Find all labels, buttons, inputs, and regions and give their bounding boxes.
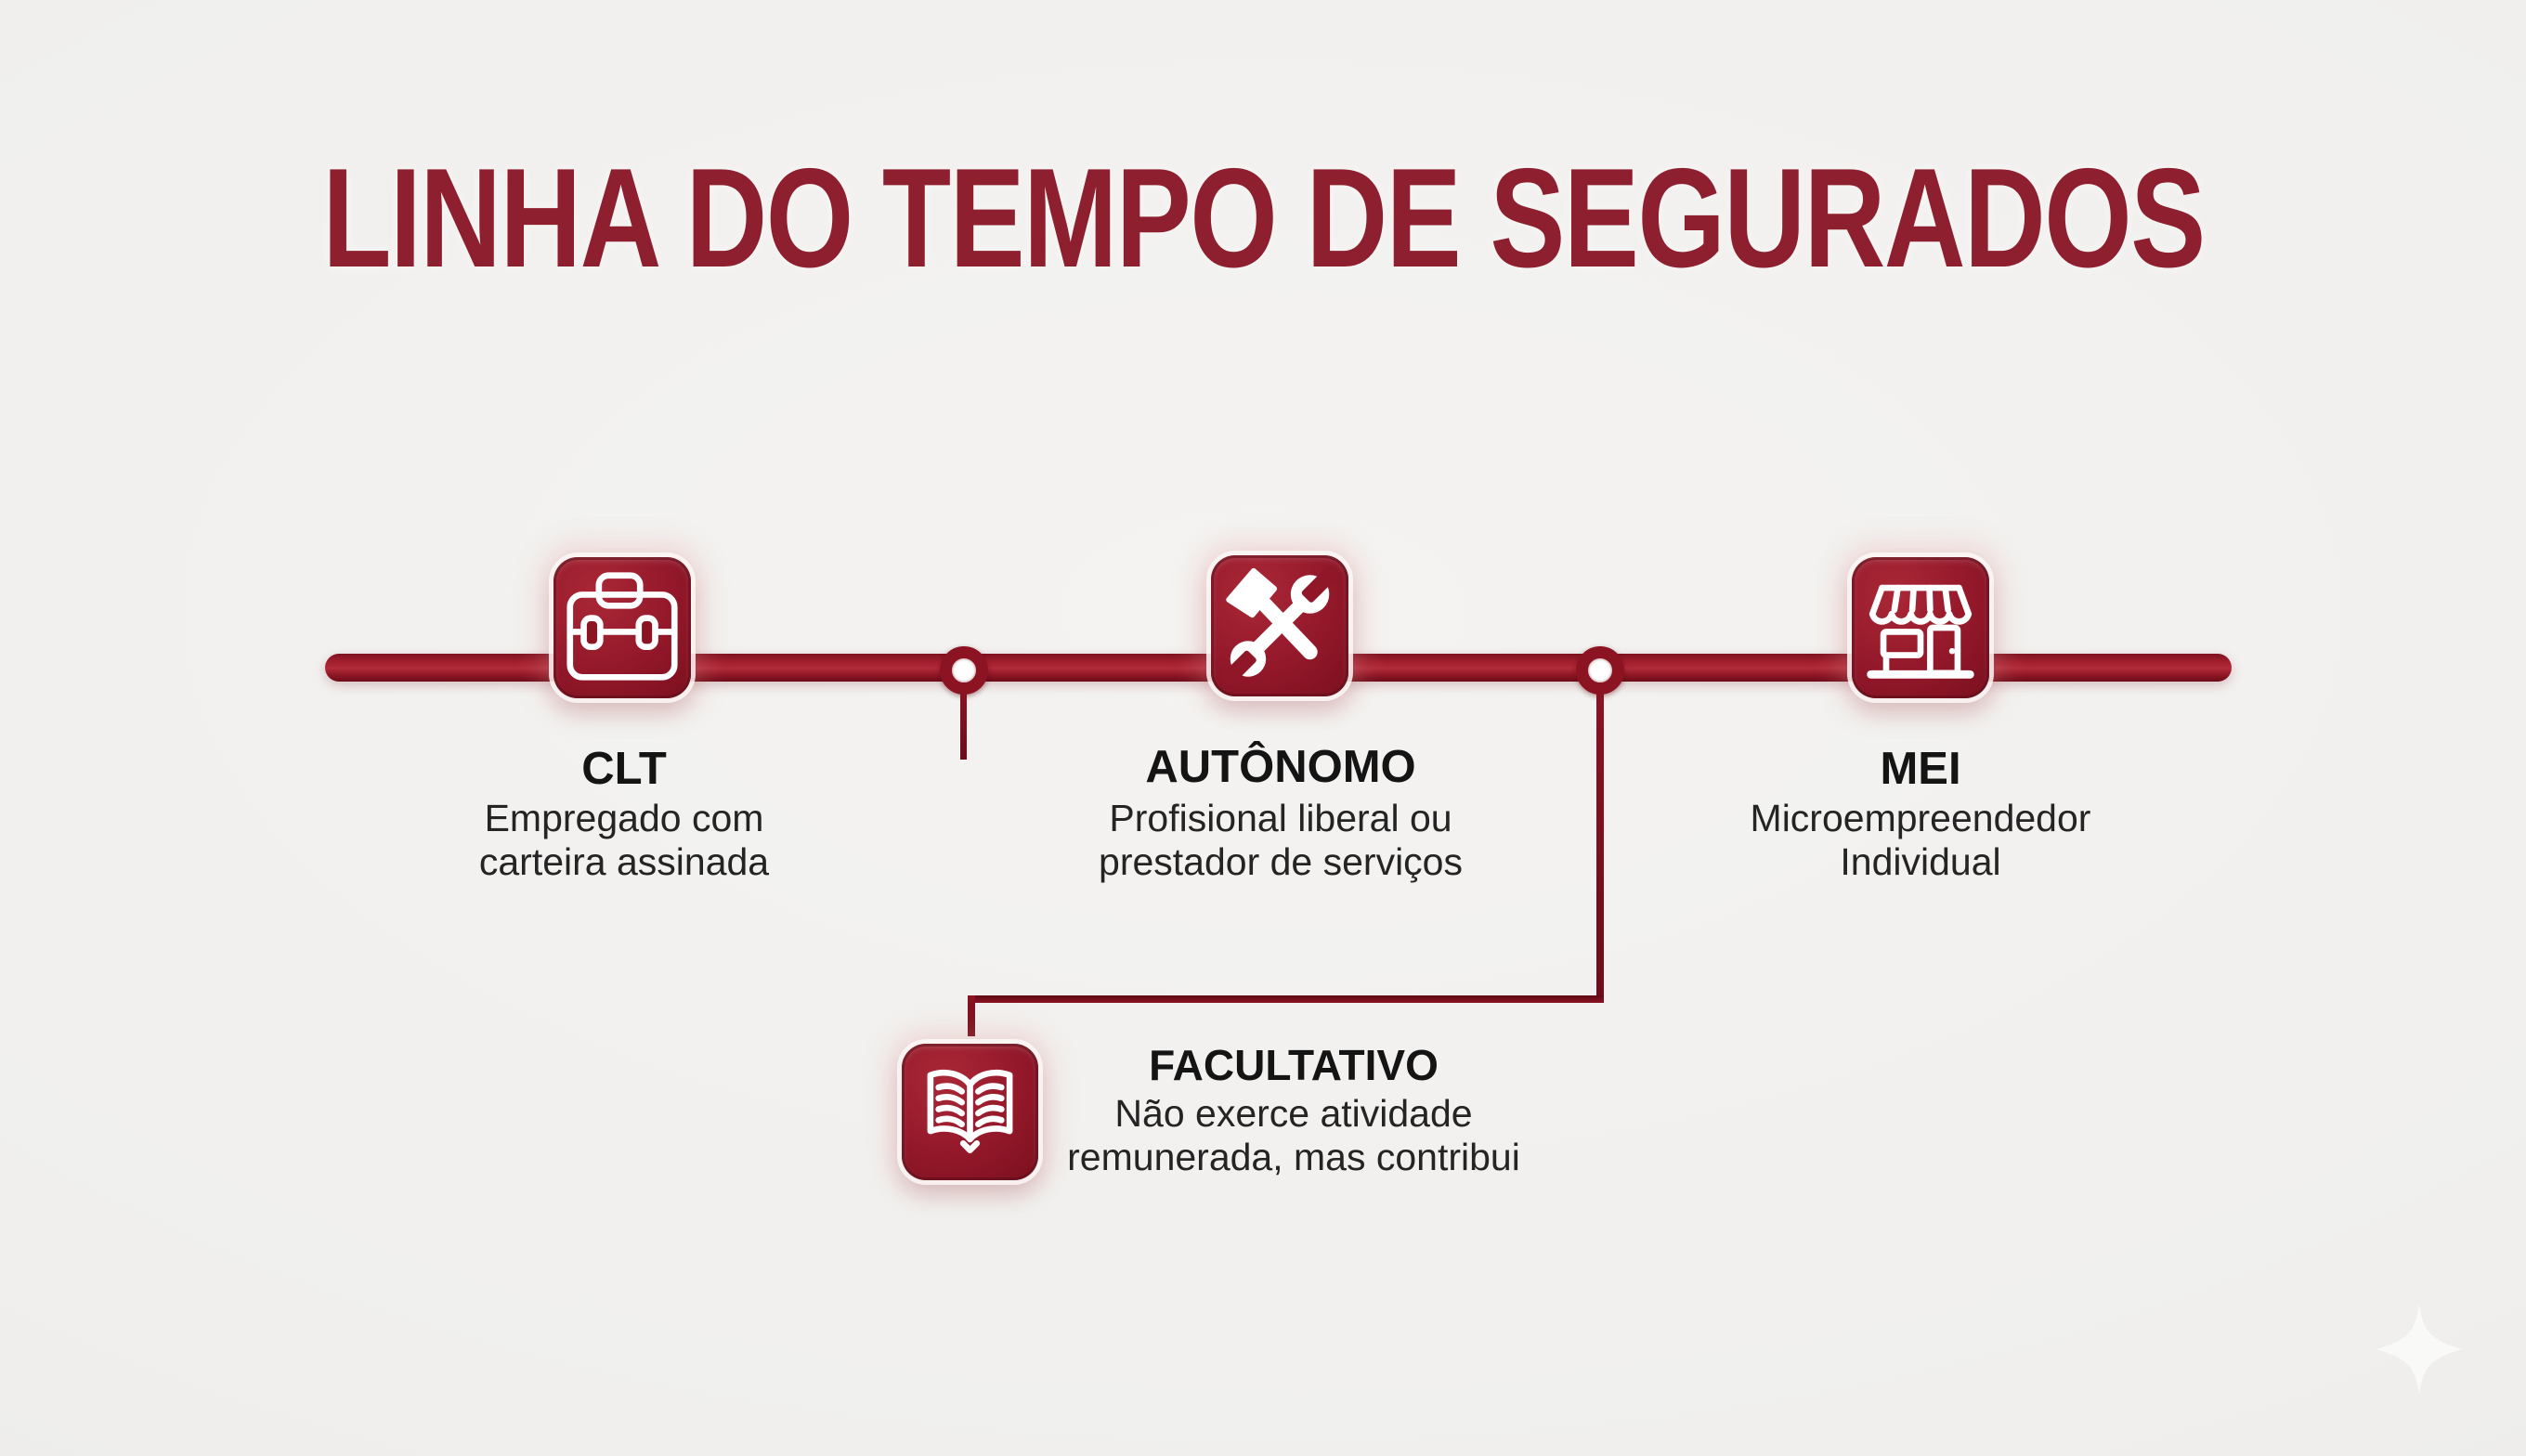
facultativo-description-line1: Não exerce atividade bbox=[1114, 1092, 1473, 1135]
clt-description: Empregado com carteira assinada bbox=[479, 797, 769, 884]
mei-description-line1: Microempreendedor bbox=[1750, 797, 2091, 839]
facultativo-icon-tile bbox=[902, 1044, 1038, 1180]
mei-label: MEI bbox=[1880, 744, 1961, 794]
branch-vertical-connector bbox=[1596, 691, 1604, 1003]
tools-icon bbox=[1220, 566, 1338, 687]
mei-icon-tile bbox=[1852, 557, 1989, 698]
clt-icon-tile bbox=[553, 557, 691, 698]
timeline-node-ring-2 bbox=[1576, 646, 1624, 695]
autonomo-label: AUTÔNOMO bbox=[1145, 742, 1416, 792]
autonomo-description-line2: prestador de serviços bbox=[1099, 840, 1463, 883]
clt-description-line1: Empregado com bbox=[484, 797, 764, 839]
open-book-icon bbox=[927, 1069, 1013, 1153]
mei-description-line2: Individual bbox=[1840, 840, 2001, 883]
autonomo-icon-tile bbox=[1211, 555, 1348, 696]
briefcase-icon bbox=[566, 572, 678, 681]
node1-stub-connector bbox=[960, 691, 967, 760]
branch-horizontal-connector bbox=[968, 995, 1604, 1003]
mei-description: Microempreendedor Individual bbox=[1751, 797, 2091, 884]
sparkle-icon bbox=[2376, 1304, 2463, 1395]
page-title: LINHA DO TEMPO DE SEGURADOS bbox=[0, 137, 2526, 300]
timeline-node-ring-1 bbox=[940, 646, 988, 695]
facultativo-description: Não exerce atividade remunerada, mas con… bbox=[1067, 1092, 1520, 1179]
store-icon bbox=[1867, 584, 1974, 679]
clt-description-line2: carteira assinada bbox=[478, 840, 770, 883]
autonomo-description: Profisional liberal ou prestador de serv… bbox=[1099, 797, 1463, 884]
branch-elbow-stub bbox=[968, 995, 975, 1036]
page-title-text: LINHA DO TEMPO DE SEGURADOS bbox=[321, 139, 2206, 297]
autonomo-description-line1: Profisional liberal ou bbox=[1109, 797, 1452, 839]
clt-label: CLT bbox=[581, 744, 667, 794]
facultativo-label: FACULTATIVO bbox=[1149, 1041, 1439, 1089]
facultativo-description-line2: remunerada, mas contribui bbox=[1067, 1136, 1520, 1178]
